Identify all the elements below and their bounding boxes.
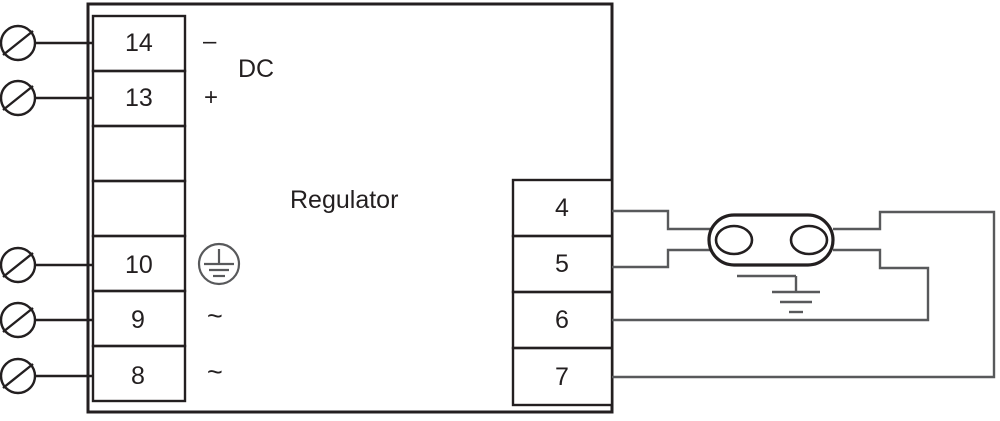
terminal-label-7: 7 (555, 363, 569, 391)
external-connector-10[interactable] (0, 246, 93, 284)
power-terminal-block-outline (92, 15, 186, 402)
wire-sensor-top-out (833, 210, 945, 231)
shielded-sensor-icon (707, 213, 835, 267)
terminal-label-8: 8 (131, 362, 145, 390)
external-connector-8[interactable] (0, 357, 93, 395)
ac-label-1: ~ (207, 301, 223, 331)
sensor-contact-left (714, 224, 754, 256)
terminal-label-13: 13 (125, 84, 153, 112)
wire-terminal-4 (612, 209, 723, 231)
wire-terminal-5 (612, 248, 723, 269)
signal-terminal-block (511, 178, 614, 407)
plus-polarity-label: + (204, 84, 219, 111)
external-connector-14[interactable] (0, 24, 93, 62)
terminal-label-14: 14 (125, 29, 153, 57)
external-connector-13[interactable] (0, 79, 93, 117)
wire-to-terminal-7 (612, 210, 996, 379)
terminal-label-4: 4 (555, 194, 569, 222)
terminal-label-5: 5 (555, 250, 569, 278)
terminal-label-10: 10 (125, 251, 153, 279)
minus-polarity-label: – (203, 28, 217, 55)
shield-ground-icon (737, 274, 820, 314)
sensor-contact-right (789, 224, 829, 256)
terminal-label-6: 6 (555, 306, 569, 334)
device-title-label: Regulator (290, 186, 399, 214)
terminal-label-9: 9 (131, 306, 145, 334)
dc-label: DC (238, 55, 275, 83)
ac-label-2: ~ (207, 357, 223, 387)
protective-earth-icon (197, 242, 241, 286)
wire-sensor-bottom-to-terminal-6 (612, 248, 930, 322)
terminal-cell-8[interactable] (91, 344, 187, 403)
external-connector-9[interactable] (0, 301, 93, 339)
power-terminal-block (91, 14, 187, 403)
